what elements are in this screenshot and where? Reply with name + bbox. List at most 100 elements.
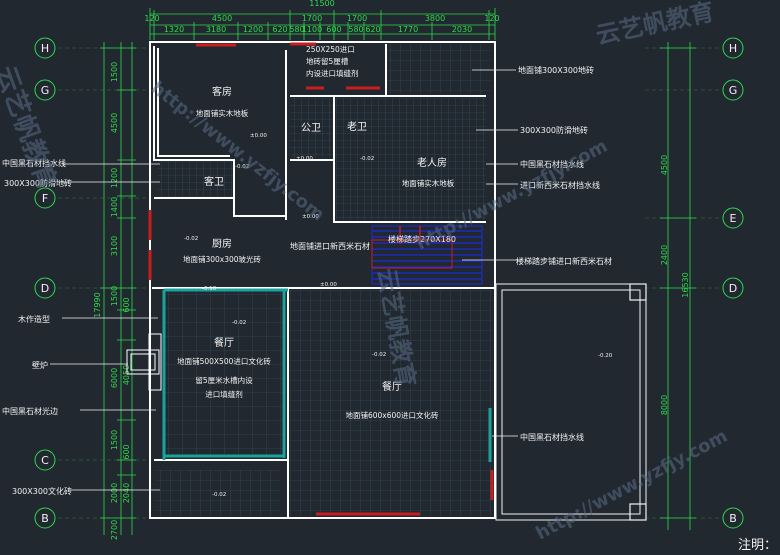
label-left-6: 300X300文化砖	[12, 486, 72, 496]
room-kitchen: 厨房	[212, 237, 232, 250]
elev-4: -0.02	[360, 156, 374, 162]
footer-note: 注明：	[738, 538, 777, 551]
dim-top2-f: 1100	[302, 25, 322, 34]
dim-left-i: 6000	[110, 368, 119, 388]
axis-right-d: D	[729, 282, 737, 295]
label-right-2: 300X300防滑地砖	[520, 125, 588, 135]
dim-right-c: 8000	[660, 395, 669, 415]
room-dining-big-floor: 地面铺600x600进口文化砖	[345, 410, 439, 420]
dim-top2-k: 2030	[452, 25, 472, 34]
fireplace	[126, 333, 162, 391]
stairs	[371, 225, 483, 285]
top-note: 250X250进口 地砖留5厘槽 内设进口填缝剂	[306, 45, 359, 78]
elev-7: ±0.00	[320, 282, 337, 288]
dim-left-k: 600	[122, 444, 131, 459]
label-left-1: 中国黑石材挡水线	[2, 158, 66, 168]
room-elder: 老人房	[417, 156, 447, 169]
dim-top1-a: 120	[144, 14, 159, 23]
dim-top2-a: 1320	[164, 25, 184, 34]
room-living: 客房	[212, 85, 232, 98]
dim-top2-e: 580	[289, 25, 304, 34]
label-right-7: 中国黑石材挡水线	[520, 432, 584, 442]
dim-left-j: 1500	[110, 430, 119, 450]
dim-left-l: 2000	[110, 483, 119, 503]
dim-left-f: 1500	[110, 286, 119, 306]
dim-total: 11500	[309, 0, 334, 8]
labels-left: 中国黑石材挡水线 300X300防滑地砖 木作造型 壁炉 中国黑石材光边 300…	[2, 158, 72, 496]
leader-lines	[50, 69, 518, 491]
room-labels: 客房 地面铺实木地板 公卫 老卫 老人房 地面铺实木地板 客卫 厨房 地面铺30…	[177, 85, 456, 420]
dim-left-n: 2700	[110, 520, 119, 540]
dim-top1-f: 120	[484, 14, 499, 23]
watermark-right: 云艺帆教育	[593, 0, 716, 50]
axis-right-b: B	[729, 512, 737, 525]
dim-left-d: 1400	[110, 197, 119, 217]
dim-top2-j: 1770	[398, 25, 418, 34]
top-dimensions	[149, 8, 496, 40]
axis-lines	[58, 47, 720, 519]
elev-12: -0.20	[598, 353, 613, 359]
dim-top2-i: 620	[365, 25, 380, 34]
elev-3: ±0.00	[296, 156, 313, 162]
room-kitchen-floor: 地面铺300x300玻光砖	[183, 254, 262, 264]
watermark-left: 云艺帆教育	[0, 62, 63, 195]
dim-left-e: 3100	[110, 236, 119, 256]
label-left-5: 中国黑石材光边	[2, 406, 58, 416]
dim-left-b: 4500	[110, 113, 119, 133]
dim-right-total: 16530	[681, 272, 690, 297]
top-note-3: 内设进口填缝剂	[306, 68, 359, 78]
top-dim-texts: 11500 120 4500 1700 1700 3800 120 1320 3…	[144, 0, 499, 34]
teal-walls	[162, 288, 492, 462]
floor-tiles	[156, 44, 492, 516]
room-dining-small-floor: 地面铺500X500进口文化砖	[177, 356, 271, 366]
dim-left-c: 1200	[110, 168, 119, 188]
elev-1: ±0.00	[250, 133, 267, 139]
elev-6: -0.02	[184, 236, 198, 242]
label-left-2: 300X300防滑地砖	[4, 178, 72, 188]
elev-8: -0.02	[232, 320, 246, 326]
room-elder-floor: 地面铺实木地板	[402, 178, 455, 188]
axis-bubbles-left: H G F D C B	[34, 37, 56, 529]
room-bath1: 公卫	[301, 123, 321, 134]
dim-left-h: 4050	[122, 365, 131, 385]
top-note-2: 地砖留5厘槽	[306, 56, 349, 66]
label-left-3: 木作造型	[18, 314, 50, 324]
label-right-6: 楼梯踏步铺进口新西米石材	[516, 256, 612, 266]
elev-11: -0.10	[202, 286, 217, 292]
dim-right-a: 4500	[660, 155, 669, 175]
label-right-3: 中国黑石材挡水线	[520, 159, 584, 169]
axis-left-d: D	[41, 282, 49, 295]
room-dining-big: 餐厅	[382, 380, 402, 393]
dim-top2-h: 580	[348, 25, 363, 34]
elev-9: -0.02	[372, 352, 386, 358]
room-stair: 楼梯踏步270X180	[388, 234, 456, 244]
axis-bubbles-right: H G E D B	[722, 37, 744, 529]
dim-left-a: 1500	[110, 62, 119, 82]
room-living-floor: 地面铺实木地板	[196, 108, 249, 118]
label-left-4: 壁炉	[32, 360, 48, 370]
dim-left-m: 2040	[122, 483, 131, 503]
axis-left-b: B	[41, 512, 49, 525]
label-right-4: 进口新西米石材挡水线	[520, 180, 600, 190]
axis-left-h: H	[41, 42, 49, 55]
labels-right: 地面铺300X300地砖 300X300防滑地砖 中国黑石材挡水线 进口新西米石…	[290, 65, 612, 442]
room-bath2: 老卫	[347, 120, 367, 133]
dim-top2-b: 3180	[206, 25, 226, 34]
left-dim-texts: 1500 4500 1200 1400 3100 17990 1500 600 …	[93, 62, 131, 540]
axis-left-c: C	[41, 454, 49, 467]
axis-left-f: F	[42, 192, 48, 205]
elevation-marks: ±0.00 -0.02 ±0.00 -0.02 ±0.00 -0.02 ±0.0…	[184, 133, 613, 498]
watermark-url-3: http://www.yzfjy.com	[532, 426, 731, 545]
dim-top2-g: 600	[326, 25, 341, 34]
axis-right-g: G	[729, 84, 738, 97]
axis-right-e: E	[730, 212, 737, 225]
axis-left-g: G	[41, 84, 50, 97]
dim-right-b: 2400	[660, 245, 669, 265]
elev-2: -0.02	[235, 164, 249, 170]
room-guest-bath: 客卫	[204, 175, 224, 188]
dim-left-g: 600	[122, 297, 131, 312]
room-dining-small: 餐厅	[214, 336, 234, 349]
dim-top1-e: 3800	[425, 14, 445, 23]
